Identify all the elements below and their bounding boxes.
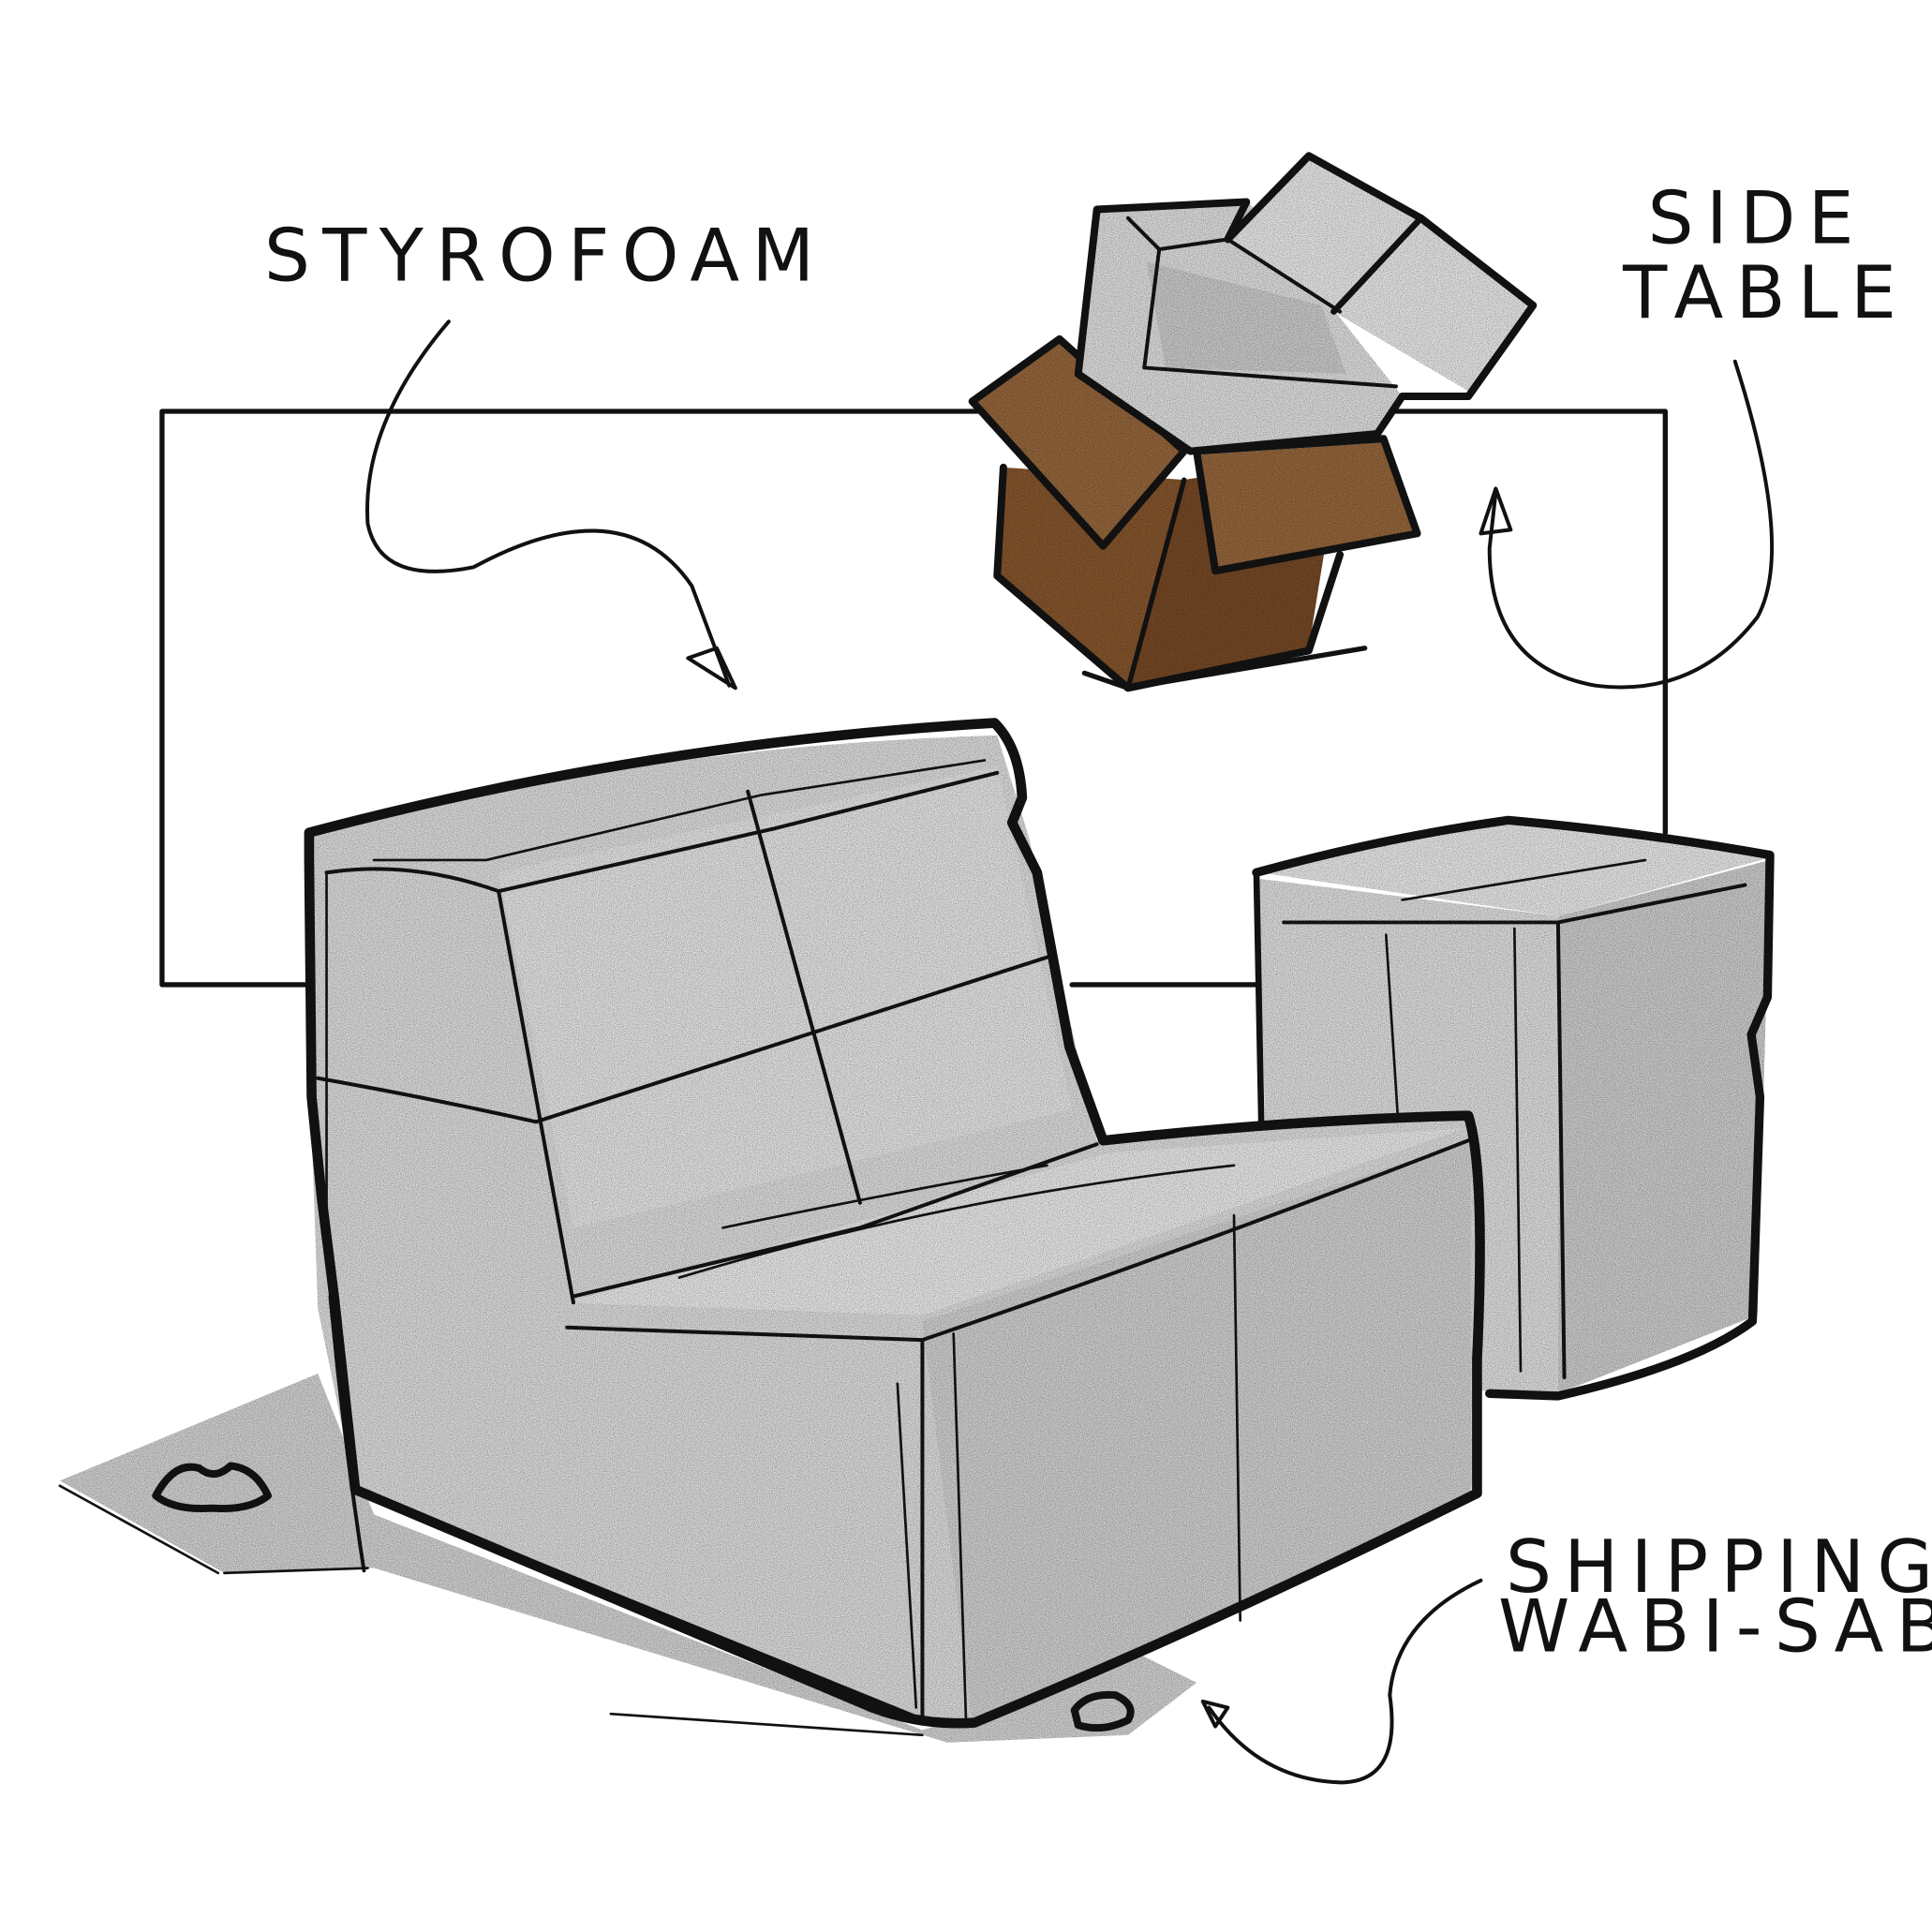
side-table-left-edge — [1253, 869, 1265, 1132]
box-outline-right-flap — [1193, 435, 1421, 575]
floor-shadow — [59, 1374, 1197, 1743]
label-side-table-line1: SIDE — [1648, 176, 1866, 260]
label-shipping-line1: SHIPPING — [1506, 1525, 1932, 1610]
backdrop-frame — [159, 409, 1668, 988]
armchair — [304, 718, 1485, 1729]
armchair-front-shade — [922, 1140, 1471, 1727]
side-table-vertical-2 — [1384, 933, 1400, 1130]
armchair-seat-front-edge — [565, 1138, 1471, 1343]
side-table-right-face — [1557, 859, 1771, 1394]
armchair-seat-seam-2 — [721, 1164, 1048, 1229]
insert-inner-line-1 — [1125, 215, 1398, 389]
arrow-styrofoam-head — [686, 646, 737, 691]
arrow-side-table — [1487, 359, 1775, 690]
styrofoam-insert — [1074, 152, 1538, 455]
armchair-left-base — [328, 1294, 366, 1573]
armchair-seat-face — [567, 1127, 1465, 1315]
armchair-front-corner-2 — [896, 1382, 918, 1709]
armchair-backrest-face — [498, 766, 1073, 1228]
box-right-flap — [1196, 442, 1415, 568]
insert-outline — [1074, 152, 1538, 455]
box-front-face — [997, 467, 1184, 686]
arrow-side-table-head — [1479, 486, 1513, 536]
armchair-back-top-edge-2 — [372, 759, 987, 862]
side-table-vertical-1 — [1555, 920, 1567, 1380]
side-table-vertical-3 — [1513, 927, 1523, 1373]
pebble-left — [152, 1462, 273, 1513]
insert-lid — [1227, 156, 1534, 394]
armchair-front-seam-2 — [952, 1332, 968, 1722]
insert-inner-cavity — [1146, 261, 1346, 375]
box-left-flap — [972, 336, 1184, 542]
armchair-back-seam-v — [746, 789, 862, 1205]
shadow-line-2 — [223, 1567, 369, 1575]
armchair-seat-seam — [677, 1164, 1236, 1279]
side-table-top-face — [1258, 820, 1771, 916]
box-front-corner — [1125, 477, 1187, 691]
armchair-outline — [304, 718, 1485, 1729]
armchair-back-seam-h — [316, 955, 1049, 1124]
armchair-base-edge — [352, 1487, 931, 1726]
side-table-top-edge-2 — [1401, 858, 1647, 901]
arrow-styrofoam — [365, 320, 732, 688]
label-side-table-line2: TABLE — [1622, 251, 1909, 335]
shadow-line-3 — [609, 1712, 924, 1737]
box-base-line — [1081, 646, 1368, 691]
arrow-shipping-head — [1200, 1699, 1230, 1729]
arrow-shipping — [1207, 1578, 1483, 1785]
label-styrofoam: STYROFOAM — [264, 214, 826, 298]
insert-inner-line-2 — [1157, 237, 1343, 314]
label-shipping-line2: WABI-SABI — [1498, 1585, 1932, 1670]
armchair-front-seam — [1232, 1213, 1242, 1622]
shadow-line-1 — [58, 1484, 220, 1575]
cardboard-box — [968, 334, 1421, 692]
side-table-outline — [1252, 815, 1775, 1401]
insert-lid-fold — [1330, 215, 1424, 315]
armchair-back-corner — [497, 889, 575, 1305]
armchair-seat-back-edge — [571, 1142, 1099, 1299]
pebble-small — [1070, 1690, 1135, 1732]
